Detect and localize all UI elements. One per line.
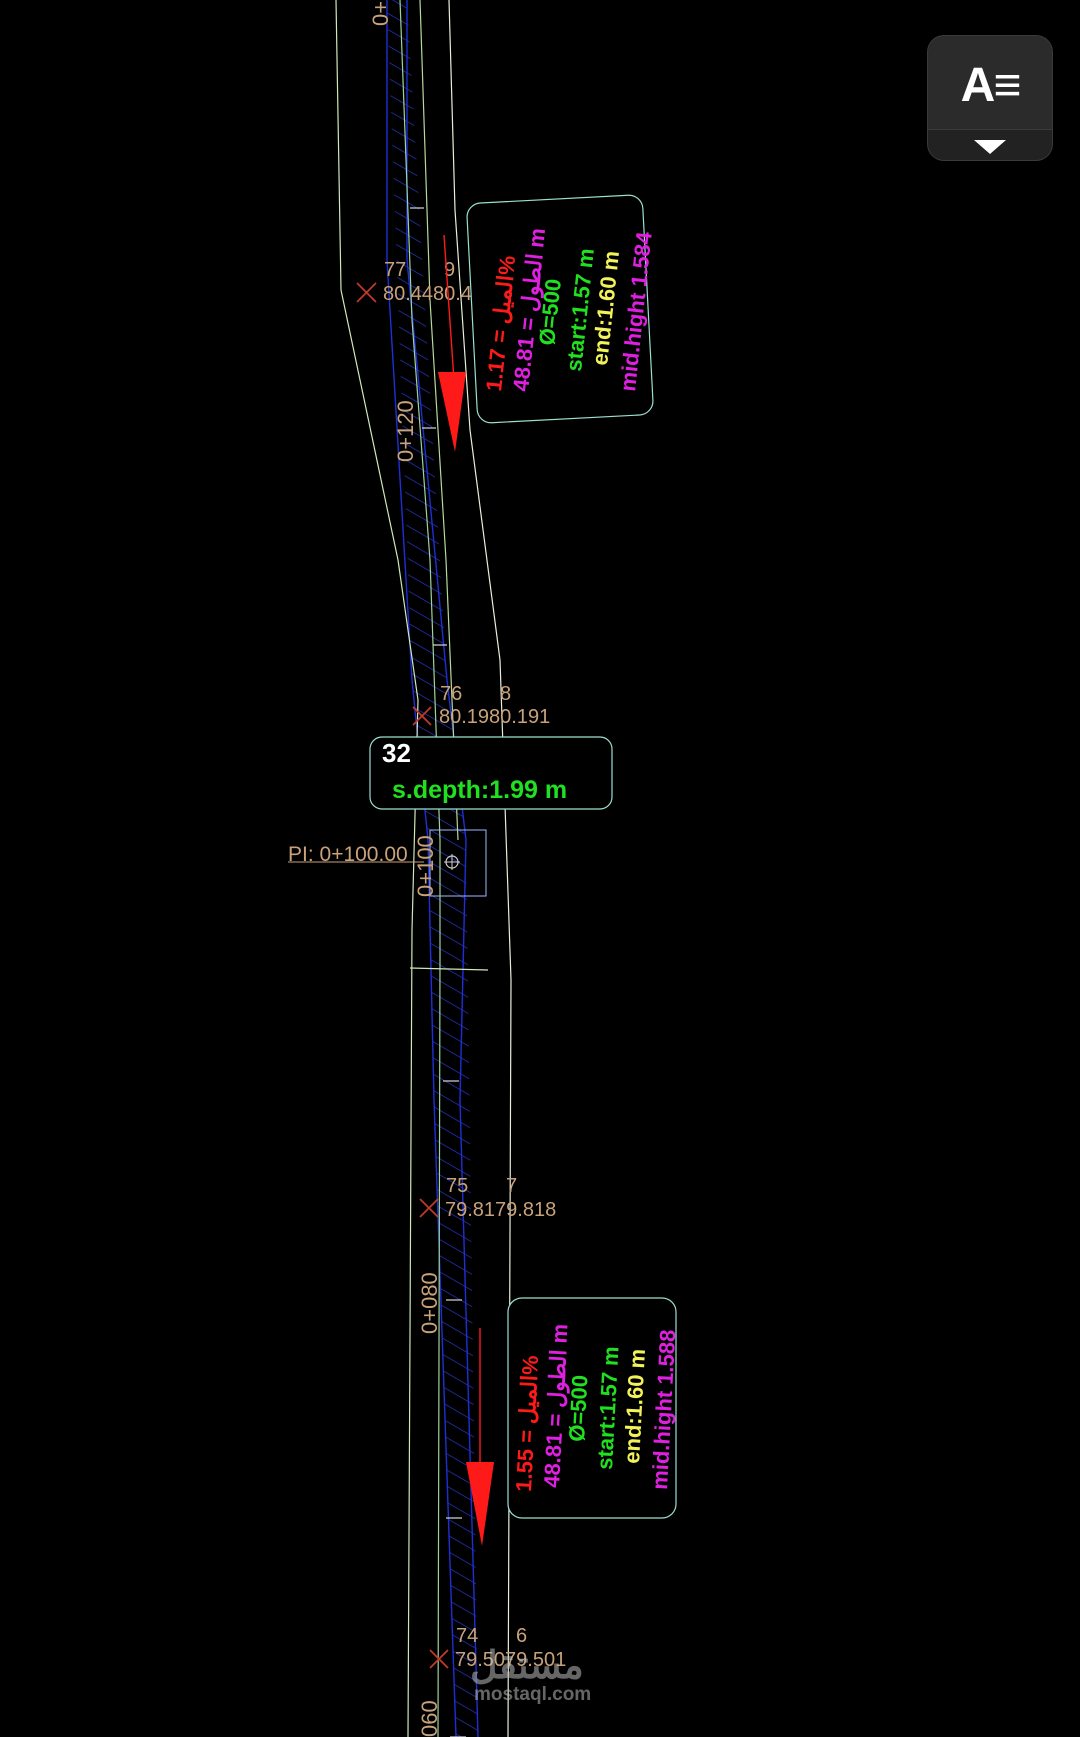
point-id: 77 bbox=[384, 259, 406, 281]
chainage-label-bottom: 060 bbox=[417, 1700, 442, 1737]
pipe-segment-callout-upper: الميل = 1.17% الطول = 48.81 m Ø=500 star… bbox=[466, 194, 657, 424]
flow-arrow-lower bbox=[466, 1328, 494, 1546]
point-levels: 80.1980.191 bbox=[439, 706, 550, 728]
chainage-label-080: 0+080 bbox=[417, 1272, 442, 1334]
point-pair: 7 bbox=[506, 1175, 517, 1197]
watermark-latin: mostaql.com bbox=[474, 1684, 591, 1705]
point-pair: 8 bbox=[500, 683, 511, 705]
point-id: 75 bbox=[446, 1175, 468, 1197]
dropdown-bar[interactable] bbox=[928, 129, 1052, 160]
point-levels: 80.4480.44 bbox=[383, 283, 483, 305]
end-depth-label: end:1.60 m bbox=[619, 1348, 650, 1464]
survey-point-74: 74 6 79.5079.501 bbox=[429, 1625, 566, 1671]
survey-point-77: 77 9 80.4480.44 bbox=[356, 259, 483, 305]
pi-marker: PI: 0+100.00 bbox=[288, 843, 460, 870]
watermark-logo: مستقل mostaql.com bbox=[470, 1645, 591, 1705]
pipe-segment-callout-lower: الميل = 1.55% الطول = 48.81 m Ø=500 star… bbox=[507, 1297, 680, 1519]
point-id: 74 bbox=[456, 1625, 478, 1647]
pi-label: PI: 0+100.00 bbox=[288, 843, 408, 866]
point-pair: 9 bbox=[444, 259, 455, 281]
point-levels: 79.5079.501 bbox=[455, 1649, 566, 1671]
chainage-label-top: 0+ bbox=[368, 1, 393, 26]
chainage-ticks bbox=[410, 207, 466, 1737]
road-edges bbox=[335, 0, 512, 1737]
watermark-arabic: مستقل bbox=[470, 1645, 584, 1687]
diameter-label: Ø=500 bbox=[564, 1374, 592, 1442]
manhole-number: 32 bbox=[382, 738, 411, 768]
chainage-label-100: 0+100 bbox=[413, 835, 438, 897]
text-style-icon: A≡ bbox=[960, 59, 1022, 112]
manhole-callout: 32 s.depth:1.99 m bbox=[369, 736, 613, 810]
point-pair: 6 bbox=[516, 1625, 527, 1647]
text-style-button[interactable]: A≡ bbox=[928, 36, 1052, 160]
manhole-depth: s.depth:1.99 m bbox=[392, 776, 567, 804]
chainage-label-120: 0+120 bbox=[393, 400, 418, 462]
point-levels: 79.8179.818 bbox=[445, 1199, 556, 1221]
flow-arrow-upper bbox=[438, 234, 466, 452]
point-id: 76 bbox=[440, 683, 462, 705]
chevron-down-icon bbox=[974, 140, 1006, 154]
survey-point-75: 75 7 79.8179.818 bbox=[419, 1175, 556, 1221]
pipe-hatch-lower bbox=[428, 840, 478, 1737]
survey-point-76: 76 8 80.1980.191 bbox=[412, 683, 550, 728]
